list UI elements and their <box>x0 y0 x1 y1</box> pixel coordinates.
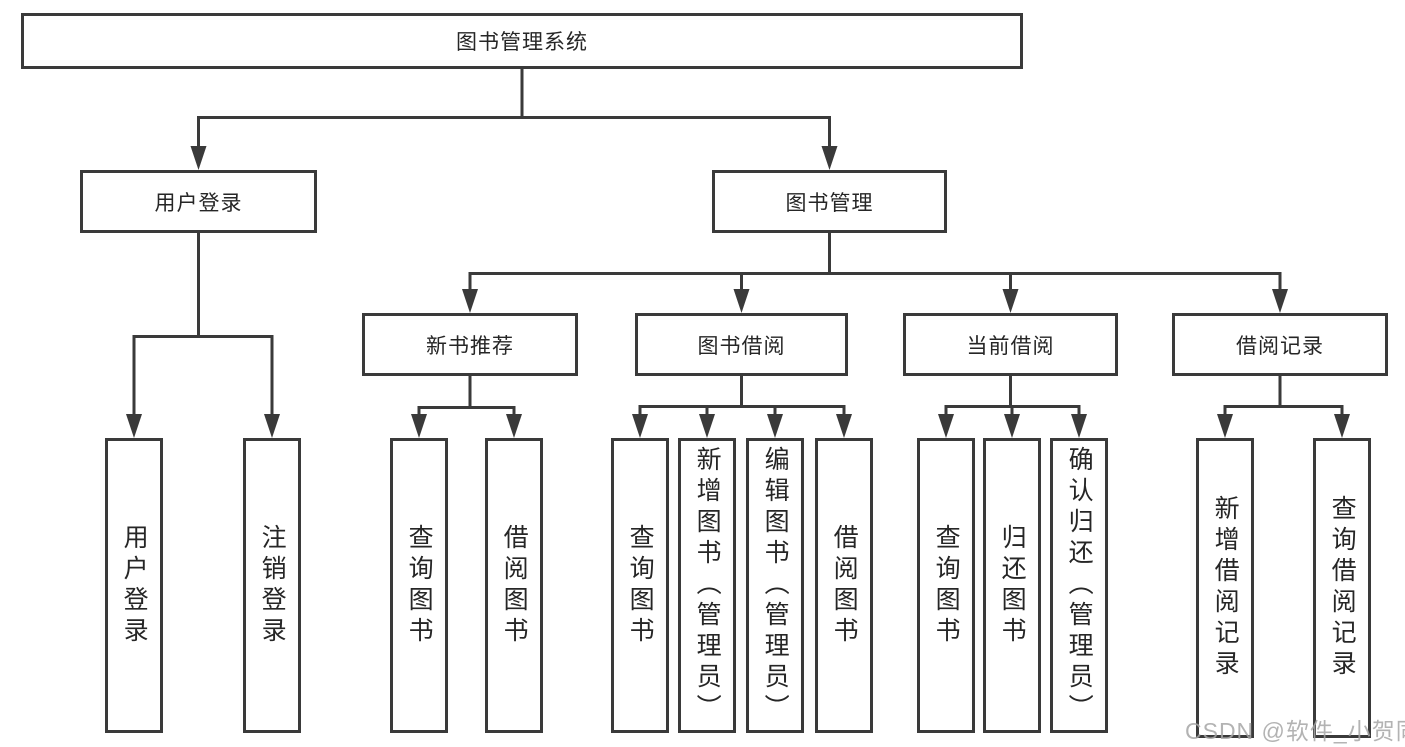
leaf-edit-books-admin: 编辑图书（管理员） <box>746 438 804 733</box>
node-library-management-system: 图书管理系统 <box>21 13 1023 69</box>
leaf-add-books-admin: 新增图书（管理员） <box>678 438 736 733</box>
node-label: 图书管理系统 <box>456 31 588 54</box>
leaf-user-login: 用户登录 <box>105 438 163 733</box>
leaf-label: 借阅图书 <box>830 523 859 648</box>
leaf-logout: 注销登录 <box>243 438 301 733</box>
node-label: 当前借阅 <box>966 334 1055 358</box>
leaf-label: 注销登录 <box>258 523 287 648</box>
node-book-management: 图书管理 <box>712 170 947 233</box>
node-borrow-records: 借阅记录 <box>1172 313 1388 376</box>
node-label: 借阅记录 <box>1236 334 1324 358</box>
leaf-add-borrow-record: 新增借阅记录 <box>1196 438 1254 738</box>
leaf-label: 查询图书 <box>932 523 961 648</box>
leaf-return-books: 归还图书 <box>983 438 1041 733</box>
node-label: 图书管理 <box>785 191 874 215</box>
leaf-confirm-return-admin: 确认归还（管理员） <box>1050 438 1108 733</box>
leaf-label: 确认归还（管理员） <box>1065 446 1094 725</box>
node-label: 图书借阅 <box>697 334 786 358</box>
leaf-label: 新增借阅记录 <box>1211 495 1240 681</box>
leaf-borrow-books: 借阅图书 <box>485 438 543 733</box>
node-user-login: 用户登录 <box>80 170 317 233</box>
node-label: 用户登录 <box>154 191 243 215</box>
leaf-query-borrow-record: 查询借阅记录 <box>1313 438 1371 738</box>
node-label: 新书推荐 <box>426 334 514 358</box>
leaf-label: 查询借阅记录 <box>1328 495 1357 681</box>
leaf-borrow-books: 借阅图书 <box>815 438 873 733</box>
node-new-book-recommend: 新书推荐 <box>362 313 578 376</box>
leaf-label: 借阅图书 <box>500 523 529 648</box>
leaf-query-books: 查询图书 <box>917 438 975 733</box>
leaf-label: 用户登录 <box>120 523 149 648</box>
leaf-label: 归还图书 <box>998 523 1027 648</box>
leaf-label: 查询图书 <box>626 523 655 648</box>
leaf-query-books: 查询图书 <box>611 438 669 733</box>
csdn-watermark: CSDN @软件_小贺同学 <box>1185 718 1405 744</box>
node-current-borrow: 当前借阅 <box>903 313 1118 376</box>
leaf-query-books: 查询图书 <box>390 438 448 733</box>
node-book-borrow: 图书借阅 <box>635 313 848 376</box>
leaf-label: 查询图书 <box>405 523 434 648</box>
leaf-label: 编辑图书（管理员） <box>761 446 790 725</box>
leaf-label: 新增图书（管理员） <box>693 446 722 725</box>
